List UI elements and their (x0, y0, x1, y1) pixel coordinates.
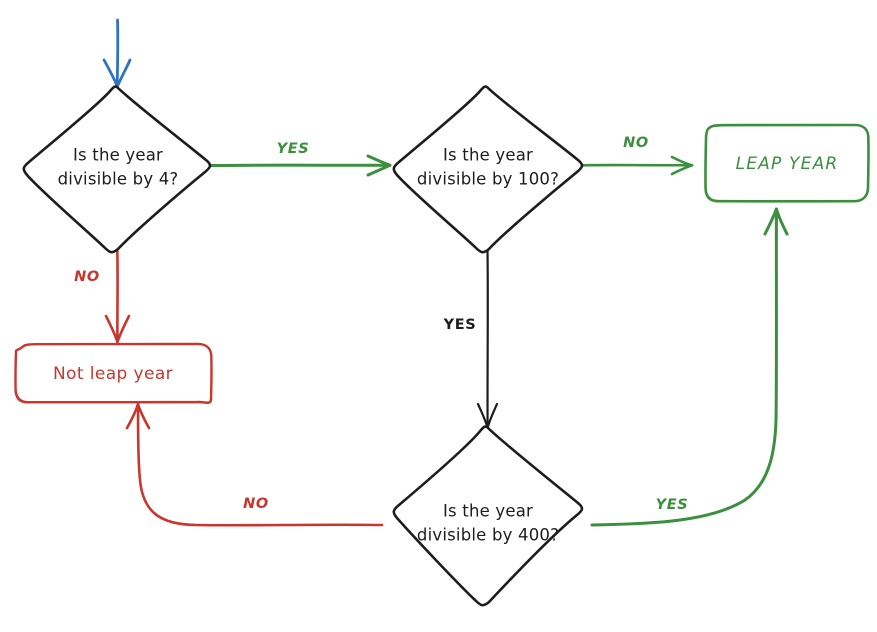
edge-d400-yes (590, 207, 789, 527)
edge-d100-yes (476, 248, 499, 430)
edge-d400-no (125, 402, 384, 527)
node-diamond-divisible-by-400[interactable]: Is the year divisible by 400? (392, 425, 584, 607)
edge-d4-yes (209, 154, 392, 177)
node-label-d400-line1: Is the year (443, 502, 533, 521)
node-terminal-leap-year[interactable]: LEAP YEAR (704, 123, 870, 203)
node-label-d400-line2: divisible by 400? (417, 526, 559, 545)
node-label-d100-line2: divisible by 100? (417, 170, 559, 189)
edge-d100-no (581, 155, 694, 176)
edge-label-d4-yes: YES (277, 141, 310, 157)
edge-entry-arrow (102, 18, 132, 88)
node-label-d100-line1: Is the year (443, 146, 533, 165)
node-label-not-leap-year: Not leap year (53, 364, 173, 384)
edge-label-d100-yes: YES (443, 317, 477, 333)
node-label-d4-line1: Is the year (73, 146, 163, 165)
node-diamond-divisible-by-4[interactable]: Is the year divisible by 4? (22, 85, 212, 254)
edge-label-d400-yes: YES (656, 497, 689, 513)
edge-label-d100-no: NO (623, 135, 649, 151)
node-label-d4-line2: divisible by 4? (58, 170, 179, 189)
edge-label-d4-no: NO (74, 269, 100, 285)
edge-d4-no (104, 248, 131, 344)
node-diamond-divisible-by-100[interactable]: Is the year divisible by 100? (392, 85, 584, 254)
edge-label-d400-no: NO (243, 496, 269, 512)
node-terminal-not-leap-year[interactable]: Not leap year (14, 342, 213, 404)
node-label-leap-year: LEAP YEAR (736, 154, 839, 174)
